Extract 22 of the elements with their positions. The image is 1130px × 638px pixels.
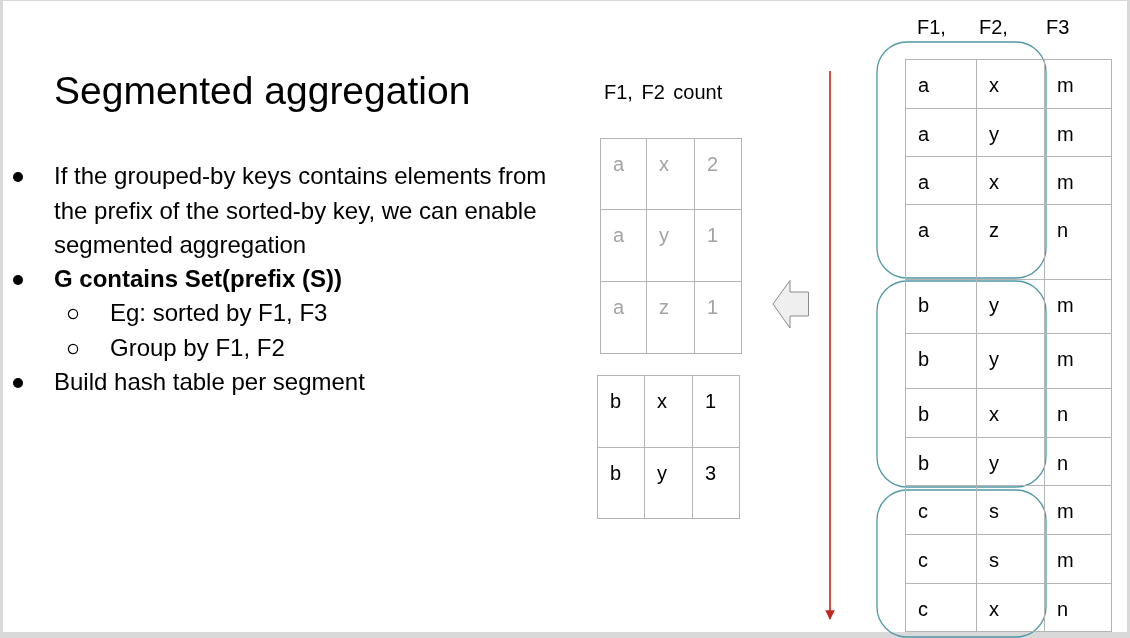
column-header: F1, F2 count xyxy=(604,80,723,104)
bullet-text: Eg: sorted by F1, F3 xyxy=(110,298,329,328)
table-cell: 1 xyxy=(692,375,740,448)
table-cell: n xyxy=(1044,583,1112,632)
table-cell: c xyxy=(905,583,977,632)
bullet-text: Build hash table per segment xyxy=(54,367,366,397)
table-cell: a xyxy=(600,138,647,210)
bullet-text: G contains Set(prefix (S)) xyxy=(54,264,344,294)
table-cell: 2 xyxy=(694,138,742,210)
column-header: F3 xyxy=(1046,15,1070,39)
table-cell: m xyxy=(1044,59,1112,109)
bullet-text: Group by F1, F2 xyxy=(110,333,286,363)
table-cell: a xyxy=(905,59,977,109)
column-header: F1, xyxy=(917,15,946,39)
table-cell: 3 xyxy=(692,447,740,519)
table-cell: b xyxy=(597,447,645,519)
column-header: F2, xyxy=(979,15,1008,39)
slide-title: Segmented aggregation xyxy=(54,68,471,114)
table-cell: b xyxy=(597,375,645,448)
bullet-text: If the grouped-by keys contains elements from the prefix of the sorted-by key, we can enable segmented aggregation xyxy=(54,161,548,260)
table-cell: 1 xyxy=(694,281,742,354)
table-cell: a xyxy=(600,281,647,354)
